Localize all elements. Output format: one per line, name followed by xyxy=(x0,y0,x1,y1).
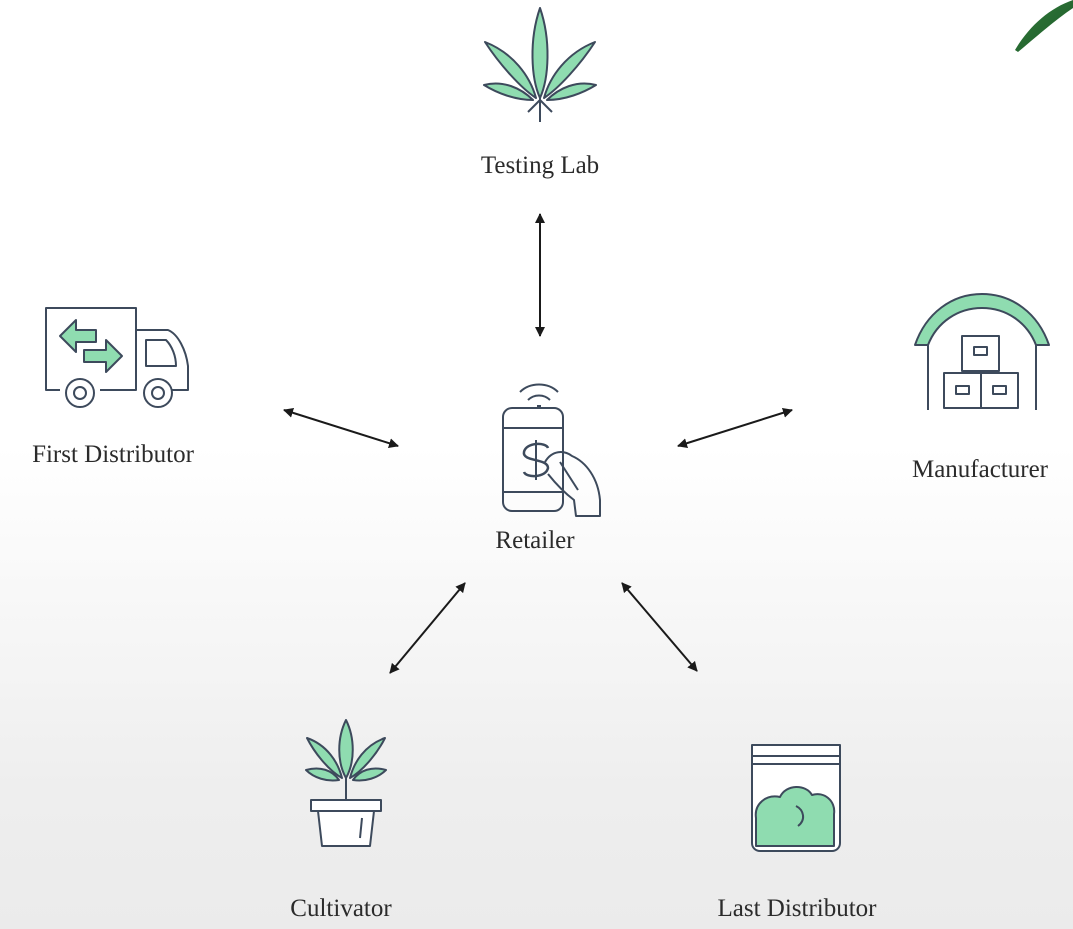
node-label-cultivator: Cultivator xyxy=(290,895,392,922)
node-label-manufacturer: Manufacturer xyxy=(911,456,1049,483)
phone-payment-icon xyxy=(502,383,601,517)
arrow-first-distributor xyxy=(283,407,399,449)
arrow-last-distributor xyxy=(621,582,698,672)
delivery-truck-icon xyxy=(45,307,189,408)
arrow-cultivator xyxy=(389,582,466,674)
product-bag-icon xyxy=(751,744,841,852)
node-label-testing-lab: Testing Lab xyxy=(480,152,600,179)
decorative-leaf xyxy=(1015,0,1073,52)
warehouse-icon xyxy=(914,293,1050,410)
node-label-last-distributor: Last Distributor xyxy=(717,895,877,922)
cannabis-leaf-icon xyxy=(483,7,597,122)
potted-plant-icon xyxy=(305,719,387,847)
node-label-first-distributor: First Distributor xyxy=(32,441,194,468)
arrow-manufacturer xyxy=(677,407,793,449)
node-label-retailer: Retailer xyxy=(495,527,575,554)
